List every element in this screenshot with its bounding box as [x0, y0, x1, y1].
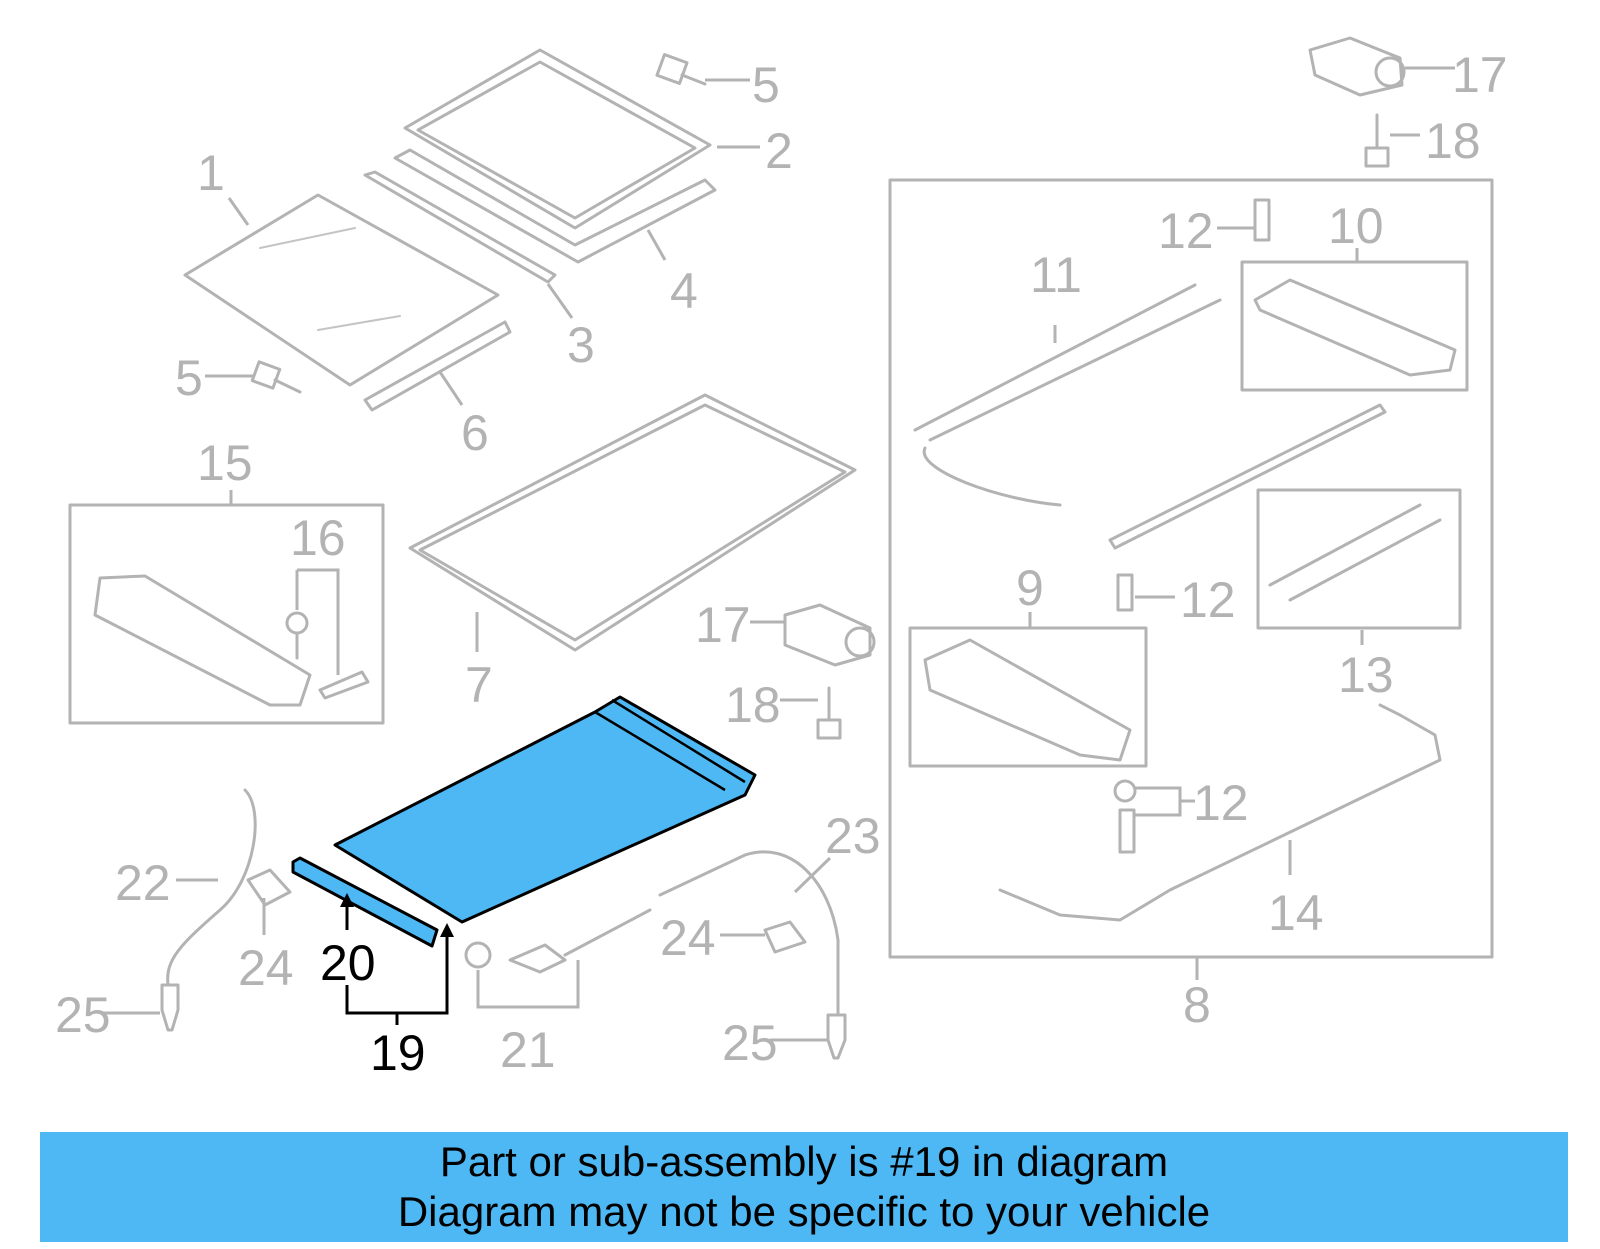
- callout-9: 9: [1016, 560, 1044, 616]
- callout-24-right: 24: [660, 910, 716, 966]
- box-13: [1256, 488, 1462, 630]
- callout-13: 13: [1338, 647, 1394, 703]
- callout-22: 22: [115, 855, 171, 911]
- part-5-bolt-top: [655, 53, 707, 86]
- part-24-clip-right: [763, 920, 807, 954]
- callout-21: 21: [500, 1022, 556, 1078]
- callout-25-right: 25: [722, 1015, 778, 1071]
- callout-17-middle: 17: [695, 597, 751, 653]
- part-21-cable: [464, 908, 652, 974]
- callout-3: 3: [567, 317, 595, 373]
- callout-12-top: 12: [1158, 203, 1214, 259]
- callout-18-middle: 18: [725, 677, 781, 733]
- part-3-weatherstrip: [363, 170, 557, 284]
- part-11-rail: [913, 283, 1222, 507]
- callout-16: 16: [290, 510, 346, 566]
- callout-17-top: 17: [1452, 47, 1508, 103]
- callout-7: 7: [465, 657, 493, 713]
- leader-lines-highlighted: [340, 893, 454, 1025]
- part-17-motor-middle: [783, 603, 876, 667]
- callout-15: 15: [197, 435, 253, 491]
- callout-19: 19: [370, 1025, 426, 1081]
- part-2-glass-frame: [403, 48, 712, 230]
- callout-14: 14: [1268, 885, 1324, 941]
- box-10: [1240, 260, 1469, 392]
- callout-5-left: 5: [175, 350, 203, 406]
- callout-25-left: 25: [55, 987, 111, 1043]
- part-16-clip: [285, 611, 370, 700]
- callout-24-left: 24: [238, 940, 294, 996]
- part-19-sunshade-highlighted: [291, 695, 757, 948]
- part-4-seal: [393, 148, 717, 264]
- part-6-deflector-strip: [363, 320, 512, 412]
- callout-10: 10: [1328, 198, 1384, 254]
- part-22-drain-hose: [166, 788, 257, 987]
- banner-line-2: Diagram may not be specific to your vehi…: [397, 1188, 1211, 1235]
- info-banner: Part or sub-assembly is #19 in diagram D…: [40, 1132, 1568, 1242]
- leader-lines: [103, 66, 1455, 1042]
- part-1-glass-panel: [183, 193, 500, 387]
- callout-2: 2: [765, 123, 793, 179]
- part-17-motor-top: [1308, 36, 1406, 97]
- part-7-frame-seal: [408, 393, 857, 652]
- part-24-clip-left: [246, 868, 292, 907]
- part-18-bolt-top: [1364, 113, 1390, 168]
- callout-12-bottom: 12: [1193, 775, 1249, 831]
- callout-23: 23: [825, 808, 881, 864]
- callout-6: 6: [461, 405, 489, 461]
- callout-4: 4: [670, 263, 698, 319]
- part-18-bolt-middle: [816, 686, 842, 740]
- part-25-clip-left: [160, 983, 180, 1032]
- box-9: [908, 626, 1148, 768]
- callout-20: 20: [320, 935, 376, 991]
- part-25-clip-right: [826, 1013, 847, 1060]
- callout-8: 8: [1183, 977, 1211, 1033]
- part-23-drain-hose: [658, 850, 840, 1017]
- callout-1: 1: [197, 145, 225, 201]
- callout-5-top: 5: [752, 57, 780, 113]
- callout-numbers: 1 2 3 4 5 5 6 7 8 9 10 11 12 12 12 13 14…: [55, 47, 1508, 1081]
- part-14-cable: [998, 703, 1442, 922]
- box-15-rear-trim: [68, 503, 385, 725]
- callout-12-middle: 12: [1180, 572, 1236, 628]
- part-5-bolt-left: [250, 360, 302, 394]
- box-8-frame-assembly: [888, 178, 1494, 959]
- banner-line-1: Part or sub-assembly is #19 in diagram: [439, 1138, 1169, 1185]
- callout-18-top: 18: [1425, 113, 1481, 169]
- callout-11: 11: [1030, 247, 1082, 303]
